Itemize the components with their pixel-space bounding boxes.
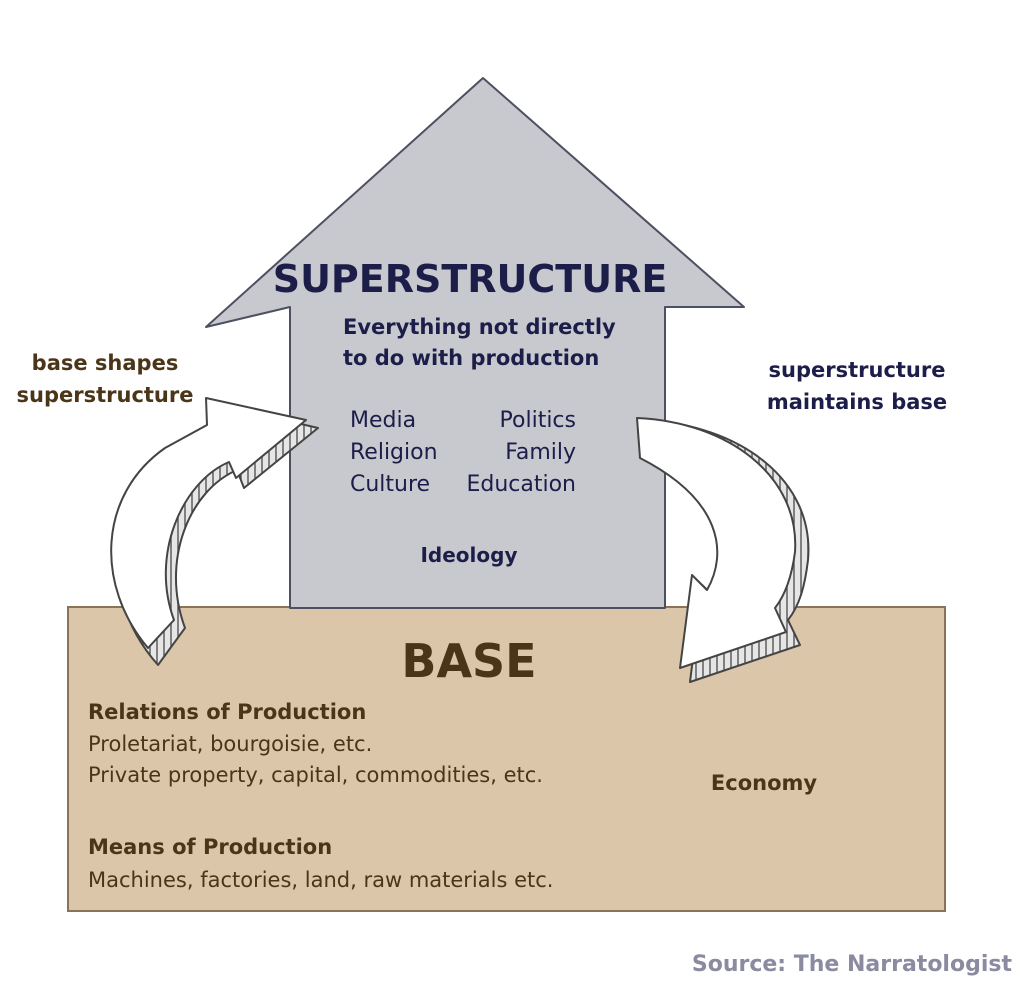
superstructure-item-religion: Religion [350,440,438,465]
means-of-production-line1: Machines, factories, land, raw materials… [88,868,553,892]
base-title: BASE [401,634,536,688]
superstructure-item-education: Education [466,472,576,497]
superstructure-footer-ideology: Ideology [420,543,517,567]
superstructure-subtitle-line1: Everything not directly [343,315,616,339]
superstructure-title: SUPERSTRUCTURE [273,257,668,301]
right-arrow-label-line2: maintains base [767,390,947,414]
means-of-production-heading: Means of Production [88,835,332,859]
superstructure-item-politics: Politics [500,408,576,433]
economy-label: Economy [711,771,817,795]
relations-of-production-line1: Proletariat, bourgoisie, etc. [88,732,372,756]
superstructure-item-family: Family [505,440,576,465]
source-credit: Source: The Narratologist [692,952,1013,977]
superstructure-item-culture: Culture [350,472,430,497]
right-arrow-label-line1: superstructure [769,358,946,382]
left-arrow-label-line1: base shapes [32,351,179,375]
relations-of-production-heading: Relations of Production [88,700,366,724]
right-curved-arrow [636,417,810,683]
superstructure-item-media: Media [350,408,416,433]
relations-of-production-line2: Private property, capital, commodities, … [88,763,543,787]
left-curved-arrow [110,397,319,666]
superstructure-house [205,77,745,609]
left-arrow-label-line2: superstructure [17,383,194,407]
base-box [67,606,946,912]
superstructure-subtitle-line2: to do with production [343,346,599,370]
